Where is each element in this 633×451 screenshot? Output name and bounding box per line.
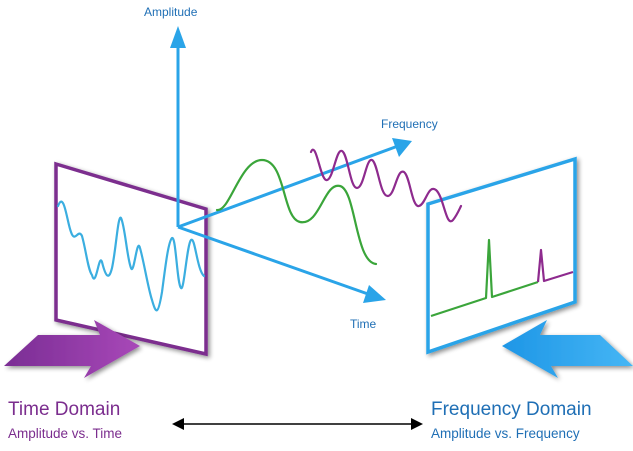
time-domain-subtitle: Amplitude vs. Time (8, 426, 123, 441)
frequency-spectrum-green-peak (430, 238, 539, 318)
time-axis-arrowhead (363, 285, 386, 303)
frequency-domain-frame (426, 156, 577, 355)
amplitude-axis-label: Amplitude (144, 5, 198, 19)
frequency-axis (177, 144, 399, 229)
time-domain-pointer-arrow (4, 320, 140, 378)
time-domain-caption: Time Domain Amplitude vs. Time (8, 399, 122, 443)
time-domain-panel (54, 161, 208, 357)
axes (170, 26, 412, 303)
frequency-domain-title: Frequency Domain (431, 399, 592, 420)
frequency-spectrum-purple-peak (536, 248, 574, 283)
time-domain-signal (56, 200, 206, 312)
time-axis-label: Time (350, 317, 377, 331)
amplitude-axis-arrowhead (170, 26, 186, 48)
frequency-axis-label: Frequency (381, 117, 438, 131)
frequency-domain-subtitle: Amplitude vs. Frequency (431, 426, 580, 441)
frequency-domain-caption: Frequency Domain Amplitude vs. Frequency (431, 399, 592, 443)
time-domain-title: Time Domain (8, 399, 121, 420)
high-frequency-wave (309, 148, 463, 223)
frequency-domain-pointer-arrow (502, 320, 633, 378)
low-frequency-wave (215, 158, 378, 266)
frequency-domain-panel (426, 156, 577, 355)
time-axis (177, 225, 369, 296)
time-domain-frame (54, 161, 208, 357)
frequency-axis-arrowhead (392, 138, 412, 157)
double-headed-arrow (172, 418, 423, 430)
